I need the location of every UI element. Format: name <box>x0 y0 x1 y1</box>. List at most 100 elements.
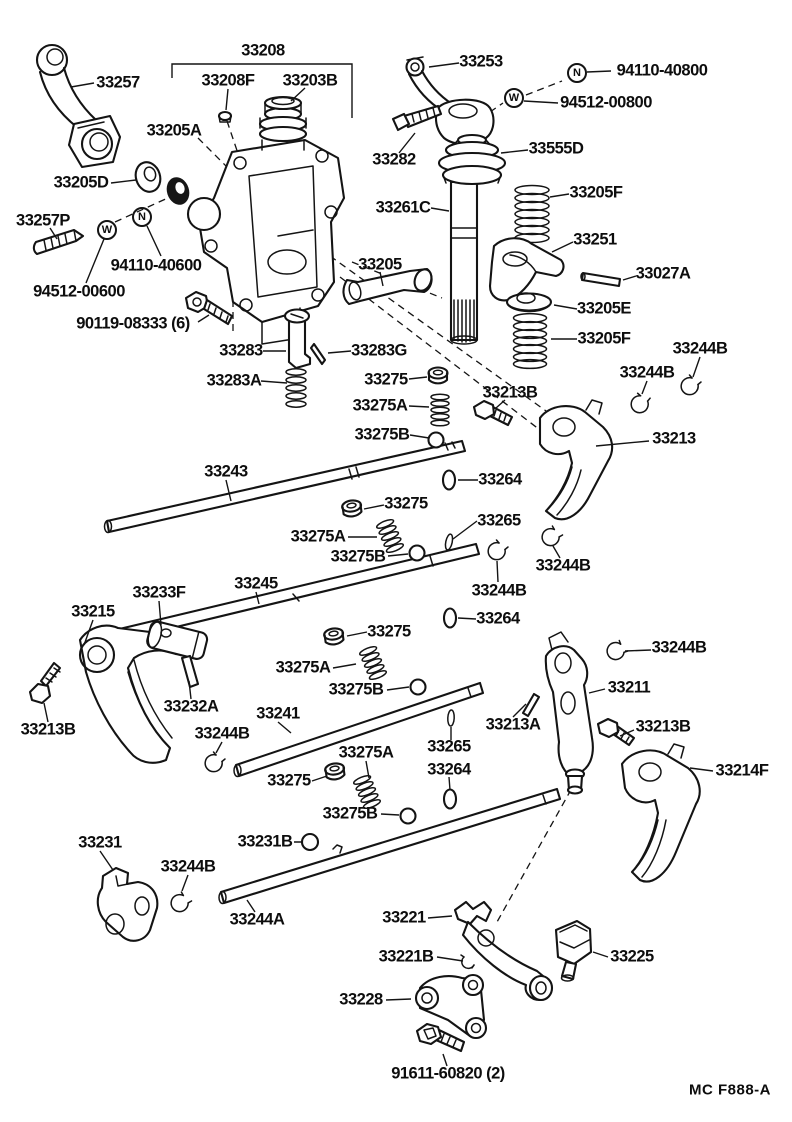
part-label-33244b: 33244B <box>535 556 591 575</box>
part-label-33208f: 33208F <box>201 71 255 90</box>
part-label-33213b: 33213B <box>635 717 691 736</box>
part-pin-33027a <box>580 271 622 288</box>
part-pin-33283g <box>309 342 327 366</box>
part-label-33275a: 33275A <box>275 658 331 677</box>
part-label-33211: 33211 <box>607 678 651 697</box>
drawing-code: MC F888-A <box>688 1081 772 1099</box>
part-shift-fork-33213 <box>538 399 614 521</box>
part-pin-33213a <box>521 692 541 718</box>
part-oil-seal <box>166 177 190 205</box>
part-label-33257: 33257 <box>96 73 140 92</box>
part-balls-33275b <box>399 431 445 825</box>
part-bolt-33282 <box>391 104 443 132</box>
part-bolt-91611-60820 <box>415 1022 466 1053</box>
part-bolt-33213b-left <box>28 661 62 705</box>
part-seat-33205e <box>505 292 553 313</box>
part-label-33275: 33275 <box>267 771 311 790</box>
part-label-33244b: 33244B <box>471 581 527 600</box>
part-label-33244a: 33244A <box>229 910 285 929</box>
part-label-33244b: 33244B <box>672 339 728 358</box>
part-label-33228: 33228 <box>339 990 383 1009</box>
part-label-33221: 33221 <box>382 908 426 927</box>
part-label-33275b: 33275B <box>322 804 378 823</box>
leader-lines <box>43 62 714 1067</box>
part-label-33282: 33282 <box>372 150 416 169</box>
part-label-33283a: 33283A <box>206 371 262 390</box>
callout-w-symbol: W <box>504 88 524 108</box>
part-label-33251: 33251 <box>573 230 617 249</box>
part-label-33241: 33241 <box>256 704 300 723</box>
part-label-33275b: 33275B <box>354 425 410 444</box>
part-label-33275b: 33275B <box>330 547 386 566</box>
part-label-33208: 33208 <box>241 41 285 60</box>
part-label-33243: 33243 <box>204 462 248 481</box>
part-plunger-33283 <box>283 308 312 370</box>
part-fork-shaft-33243 <box>103 439 467 534</box>
part-washer-33205d <box>134 161 162 193</box>
part-label-33253: 33253 <box>459 52 503 71</box>
callout-n-symbol: N <box>567 63 587 83</box>
part-label-33275b: 33275B <box>328 680 384 699</box>
part-pins-33265 <box>444 533 455 727</box>
part-label-33265: 33265 <box>427 737 471 756</box>
part-damper-33225 <box>554 919 593 982</box>
part-label-33213b: 33213B <box>482 383 538 402</box>
part-bolt-90119-08333 <box>184 290 234 326</box>
part-shift-lever-33257 <box>35 43 122 169</box>
part-label-91611-60820-2: 91611-60820 (2) <box>391 1064 505 1083</box>
part-lever-33211 <box>544 631 594 795</box>
part-label-33213: 33213 <box>652 429 696 448</box>
part-label-33205d: 33205D <box>53 173 109 192</box>
part-bolt-33213b-right <box>596 717 636 747</box>
part-label-90119-08333-6: 90119-08333 (6) <box>76 314 190 333</box>
part-label-33264: 33264 <box>478 470 522 489</box>
part-label-33283: 33283 <box>219 341 263 360</box>
part-link-33205 <box>342 267 433 306</box>
part-cap-33203b <box>258 95 308 151</box>
part-clip-33221b <box>460 954 475 970</box>
part-label-33221b: 33221B <box>378 947 434 966</box>
part-label-33203b: 33203B <box>282 71 338 90</box>
part-label-33231: 33231 <box>78 833 122 852</box>
part-label-33257p: 33257P <box>16 211 70 230</box>
part-arm-33251 <box>488 237 565 302</box>
part-label-33244b: 33244B <box>160 857 216 876</box>
part-bracket-33231 <box>96 866 159 942</box>
callout-w-symbol: W <box>97 220 117 240</box>
part-label-33233f: 33233F <box>132 583 186 602</box>
part-pin-33232a <box>180 654 200 689</box>
part-label-33205f: 33205F <box>569 183 623 202</box>
part-label-33275: 33275 <box>367 622 411 641</box>
part-label-33205: 33205 <box>358 255 402 274</box>
part-label-94512-00800: 94512-00800 <box>560 93 652 112</box>
part-cylinder-33233f <box>146 620 209 660</box>
part-label-33205a: 33205A <box>146 121 202 140</box>
part-boot-33555d <box>437 133 507 186</box>
part-label-33225: 33225 <box>610 947 654 966</box>
part-label-33265: 33265 <box>477 511 521 530</box>
part-label-33214f: 33214F <box>715 761 769 780</box>
part-label-94512-00600: 94512-00600 <box>33 282 125 301</box>
part-label-33213b: 33213B <box>20 720 76 739</box>
part-label-33232a: 33232A <box>163 697 219 716</box>
part-bracket-33228 <box>414 973 488 1040</box>
part-label-33245: 33245 <box>234 574 278 593</box>
part-lever-33221 <box>453 900 554 1002</box>
part-label-33027a: 33027A <box>635 264 691 283</box>
callout-n-symbol: N <box>132 207 152 227</box>
part-label-33275: 33275 <box>384 494 428 513</box>
part-label-33244b: 33244B <box>651 638 707 657</box>
part-shaft-33244a <box>218 787 562 905</box>
part-label-33231b: 33231B <box>237 832 293 851</box>
part-stud-33257p <box>32 228 85 256</box>
part-label-33261c: 33261C <box>375 198 431 217</box>
part-plug-33208f <box>217 110 233 123</box>
part-bolt-33213b-upper <box>472 399 514 427</box>
part-label-33283g: 33283G <box>351 341 407 360</box>
part-label-33275a: 33275A <box>290 527 346 546</box>
part-label-33205e: 33205E <box>577 299 631 318</box>
part-label-33244b: 33244B <box>194 724 250 743</box>
part-shift-fork-33214f <box>620 743 701 883</box>
